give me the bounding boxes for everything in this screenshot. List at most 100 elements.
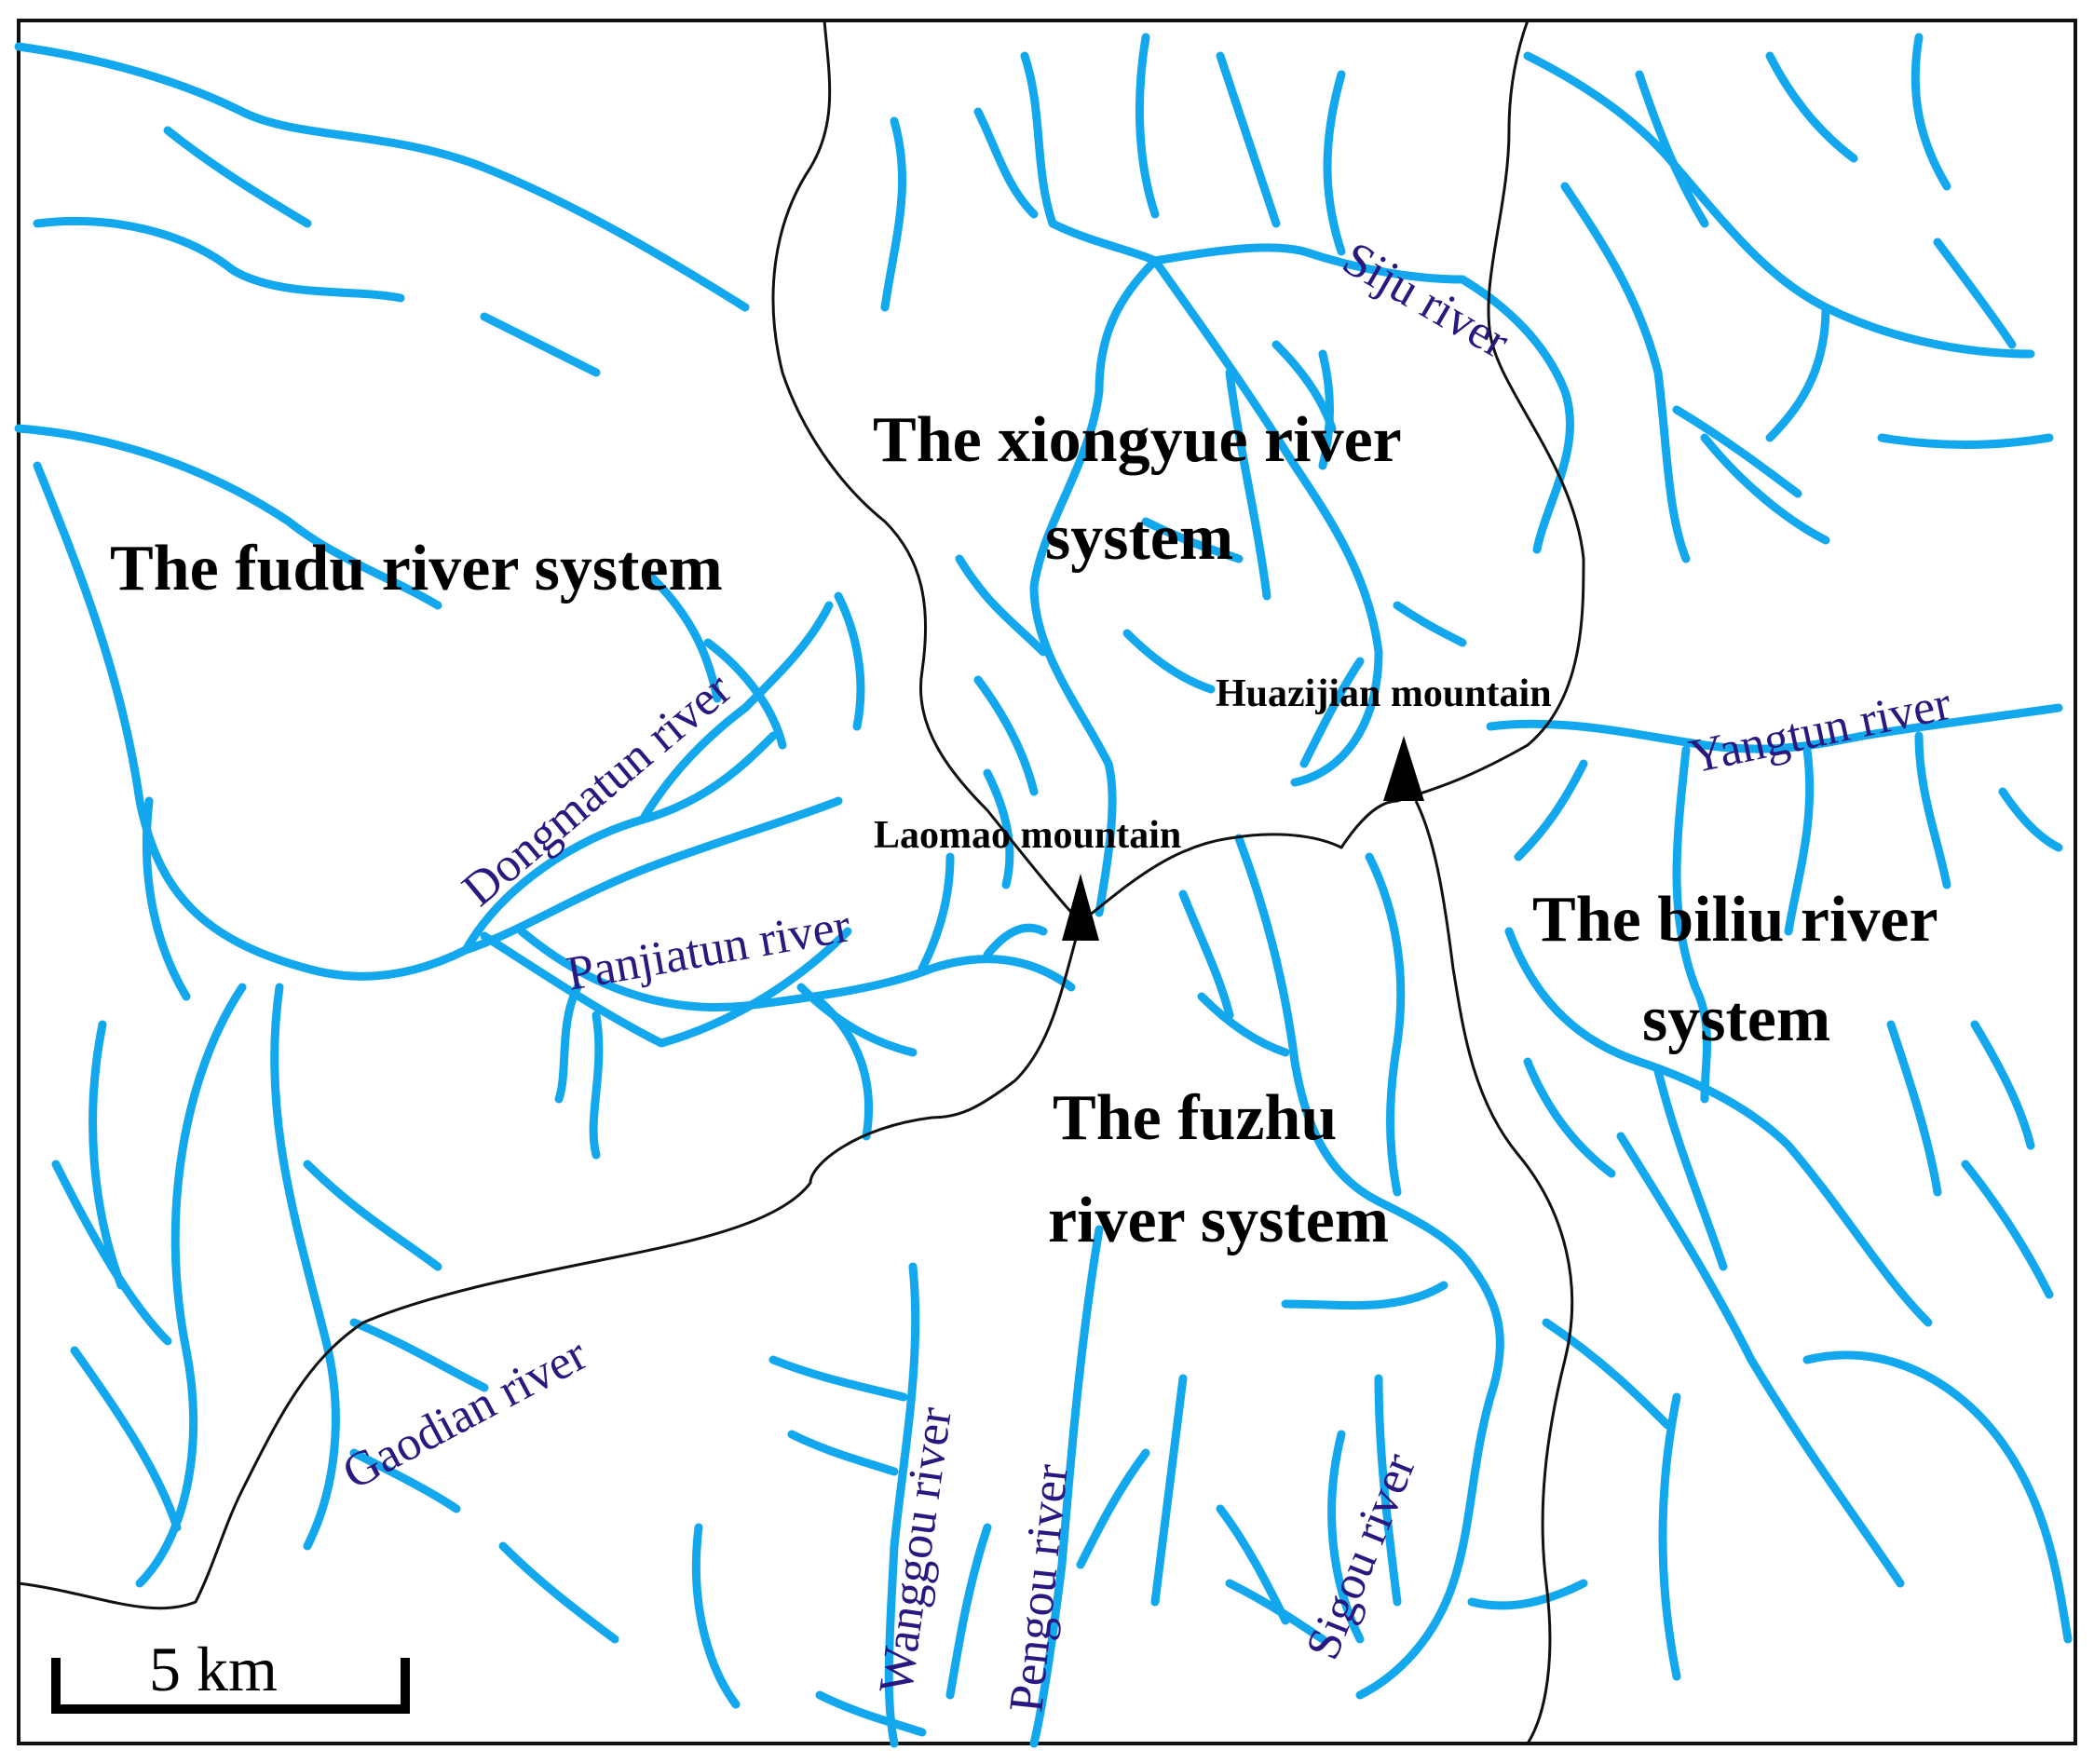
river-line <box>480 312 601 377</box>
river-line <box>1020 51 1467 284</box>
region-labels: The fudu river system The xiongyue river… <box>110 404 1938 1256</box>
river-line <box>1076 1448 1150 1569</box>
river-line <box>1961 1160 2054 1299</box>
river-line <box>1486 703 2063 753</box>
watershed-boundary <box>1414 800 1574 1744</box>
xiongyue-region-label-line1: The xiongyue river <box>873 404 1402 476</box>
river-line <box>1672 745 1711 1104</box>
river-line <box>1197 992 1290 1057</box>
river-line <box>1765 303 1830 442</box>
watershed-boundary <box>1080 20 1585 924</box>
river-line <box>1700 433 1830 545</box>
river-line <box>33 461 843 981</box>
river-line <box>1933 237 2017 349</box>
watershed-boundaries <box>18 20 1585 1744</box>
river-line <box>691 1523 741 1709</box>
watershed-boundary <box>18 921 1082 1610</box>
river-line <box>703 638 787 750</box>
river-line <box>1299 657 1365 768</box>
river-line <box>51 1160 172 1346</box>
river-line <box>1318 349 1334 470</box>
river-line <box>1467 1579 1588 1610</box>
river-line <box>1178 889 1234 1020</box>
river-line <box>1323 70 1346 256</box>
watershed-boundary <box>771 20 1082 924</box>
laomao-mountain-label: Laomao mountain <box>874 814 1181 857</box>
river-line <box>1281 1281 1448 1310</box>
river-line <box>1135 33 1160 219</box>
river-line <box>884 1262 920 1748</box>
river-line <box>163 126 312 228</box>
river-line <box>1653 1066 1728 1271</box>
river-line <box>918 852 955 973</box>
river-line <box>1365 852 1406 1197</box>
river-line <box>768 1355 908 1402</box>
river-line <box>14 42 750 312</box>
river-line <box>480 927 852 1048</box>
river-line <box>1635 70 1709 228</box>
river-line <box>1616 1132 1905 1588</box>
river-line <box>1234 834 1476 1271</box>
mountain-labels: Laomao mountain Huazijian mountain <box>874 672 1552 857</box>
xiongyue-region-label-line2: system <box>1045 502 1233 574</box>
river-line <box>1784 745 1815 936</box>
river-line <box>1216 1504 1290 1625</box>
river-line <box>1150 256 1383 787</box>
river-line <box>270 983 340 1551</box>
river-line <box>1355 1262 1504 1700</box>
river-line <box>1029 256 1160 917</box>
river-line <box>983 768 1014 889</box>
river-line <box>1765 51 1858 163</box>
river-line <box>1970 1020 2035 1150</box>
river-line <box>1393 601 1467 647</box>
river-line <box>1802 1350 2073 1644</box>
river-line <box>647 573 722 703</box>
river-line <box>787 1430 899 1476</box>
river-line <box>983 923 1048 959</box>
river-line <box>955 554 1048 657</box>
mountain-markers <box>1062 736 1424 941</box>
river-line <box>349 1318 489 1392</box>
river-line <box>973 675 1039 796</box>
river-line <box>1374 1374 1402 1607</box>
river-line <box>1877 433 2054 449</box>
biliu-region-label-line1: The biliu river <box>1532 884 1938 956</box>
river-line <box>815 997 874 1141</box>
river-line <box>1672 405 1802 498</box>
river-line <box>1914 731 1951 889</box>
river-line <box>1029 1225 1104 1748</box>
river-line <box>1225 368 1271 601</box>
river-line <box>1658 1392 1681 1681</box>
river-line <box>14 424 442 610</box>
river-line <box>1216 51 1281 228</box>
river-line <box>638 601 834 824</box>
river-line <box>834 591 865 731</box>
river-line <box>1514 759 1588 862</box>
river-line <box>1458 275 1574 554</box>
river-line <box>1504 927 1933 1327</box>
river-line <box>1523 1057 1616 1178</box>
river-line <box>1327 1430 1365 1644</box>
river-line <box>1523 51 2035 359</box>
river-line <box>142 796 191 1001</box>
river-line <box>1998 787 2063 852</box>
river-line <box>1542 1318 1672 1430</box>
river-line <box>1122 629 1216 694</box>
river-line <box>33 216 405 303</box>
river-line <box>1560 182 1691 563</box>
huazijian-mountain-icon <box>1383 736 1424 801</box>
scale-bar-line <box>51 1658 410 1714</box>
fudu-region-label: The fudu river system <box>110 533 723 604</box>
river-line <box>1886 1020 1942 1197</box>
river-line <box>70 1346 182 1532</box>
river-line <box>589 1011 604 1160</box>
fuzhu-region-label-line2: river system <box>1048 1185 1389 1256</box>
river-line <box>88 1020 126 1290</box>
scale-bar: 5 km <box>51 1634 410 1714</box>
river-line <box>815 1690 927 1737</box>
fuzhu-region-label-line1: The fuzhu <box>1053 1082 1337 1154</box>
river-line <box>554 983 582 1104</box>
scale-bar-label: 5 km <box>149 1634 278 1704</box>
river-line <box>1141 517 1244 563</box>
river-line <box>498 1541 619 1644</box>
